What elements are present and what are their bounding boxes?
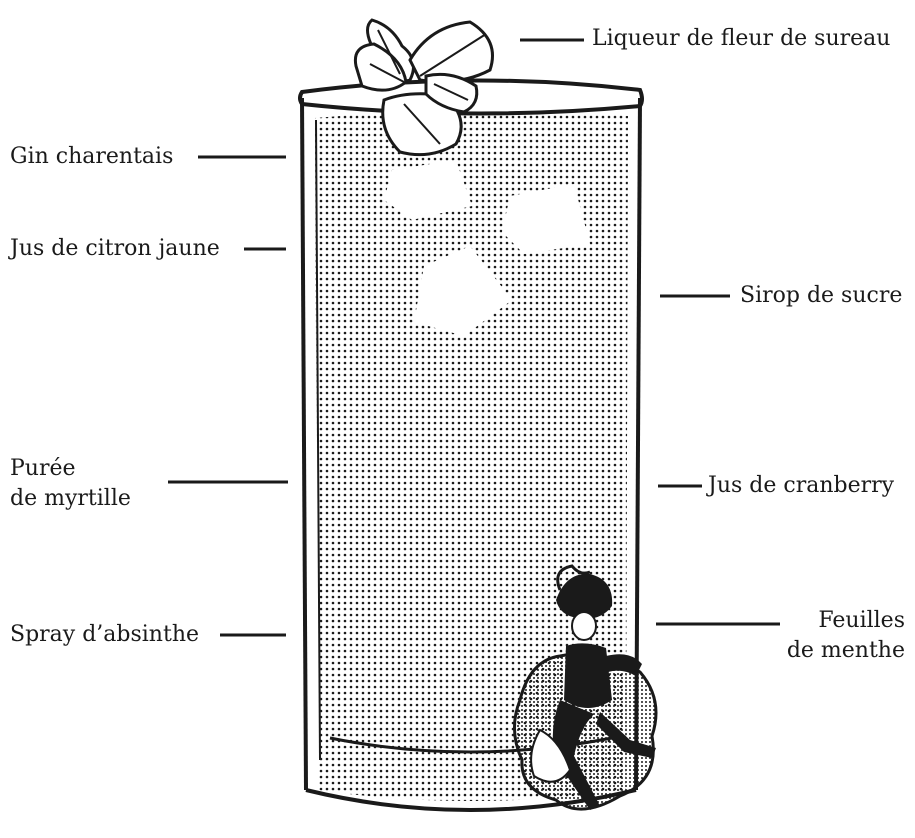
label-absinthe: Spray d’absinthe [10, 620, 199, 650]
label-elderflower: Liqueur de fleur de sureau [592, 24, 890, 54]
label-lemon: Jus de citron jaune [10, 234, 220, 264]
glass-left-wall [302, 98, 306, 790]
label-blueberry-line1: Purée [10, 454, 131, 484]
label-mint-line1: Feuilles [787, 606, 905, 636]
label-mint: Feuilles de menthe [787, 606, 905, 666]
label-gin: Gin charentais [10, 142, 173, 172]
label-syrup: Sirop de sucre [740, 281, 902, 311]
label-blueberry-line2: de myrtille [10, 484, 131, 514]
label-mint-line2: de menthe [787, 636, 905, 666]
label-blueberry: Purée de myrtille [10, 454, 131, 514]
label-cranberry: Jus de cranberry [708, 471, 894, 501]
